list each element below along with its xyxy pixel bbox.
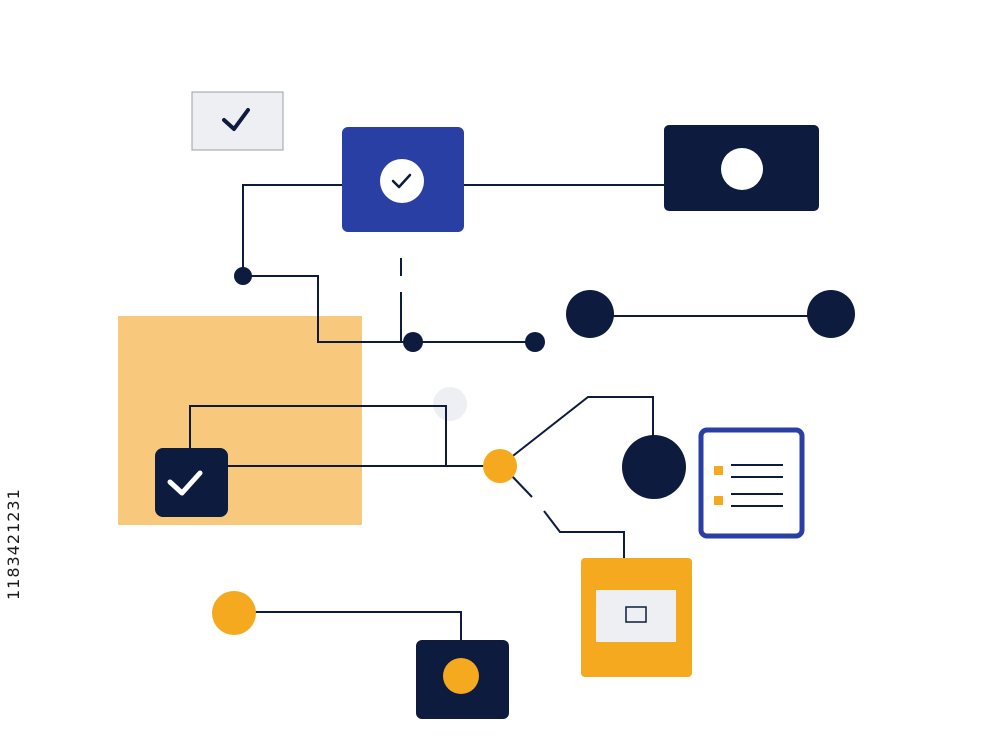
connector-amber-dot-to-box — [234, 611, 462, 640]
dumbbell-right-node[interactable] — [807, 290, 855, 338]
junction-dot — [525, 332, 545, 352]
connector-dot-to-node — [243, 275, 413, 343]
list-bullet — [714, 496, 723, 505]
junction-dot — [403, 332, 423, 352]
stock-id-watermark: 1183421231 — [4, 488, 23, 600]
connector-blue-to-dot — [242, 184, 342, 276]
checkmark-icon — [222, 108, 250, 131]
checkmark-icon — [167, 470, 203, 496]
list-document-icon[interactable] — [698, 427, 805, 539]
check-circle-icon — [380, 159, 424, 203]
amber-hub-node[interactable] — [483, 449, 517, 483]
list-bullet — [714, 466, 723, 475]
junction-dot — [234, 267, 252, 285]
connector-loop — [189, 405, 447, 466]
window-inner-frame — [625, 606, 647, 623]
connectors — [189, 184, 830, 640]
amber-start-dot[interactable] — [212, 591, 256, 635]
connector-amber-to-square — [509, 473, 625, 558]
check-circle-mark — [391, 173, 412, 189]
peach-panel — [118, 316, 362, 525]
dumbbell-left-node[interactable] — [566, 290, 614, 338]
window-icon — [596, 590, 676, 642]
navy-circle-node-right[interactable] — [622, 435, 686, 499]
connector-amber-to-circle — [499, 396, 654, 467]
list-lines — [731, 464, 783, 507]
amber-circle-icon — [443, 658, 479, 694]
circle-icon — [721, 148, 763, 190]
faint-circle — [433, 387, 467, 421]
